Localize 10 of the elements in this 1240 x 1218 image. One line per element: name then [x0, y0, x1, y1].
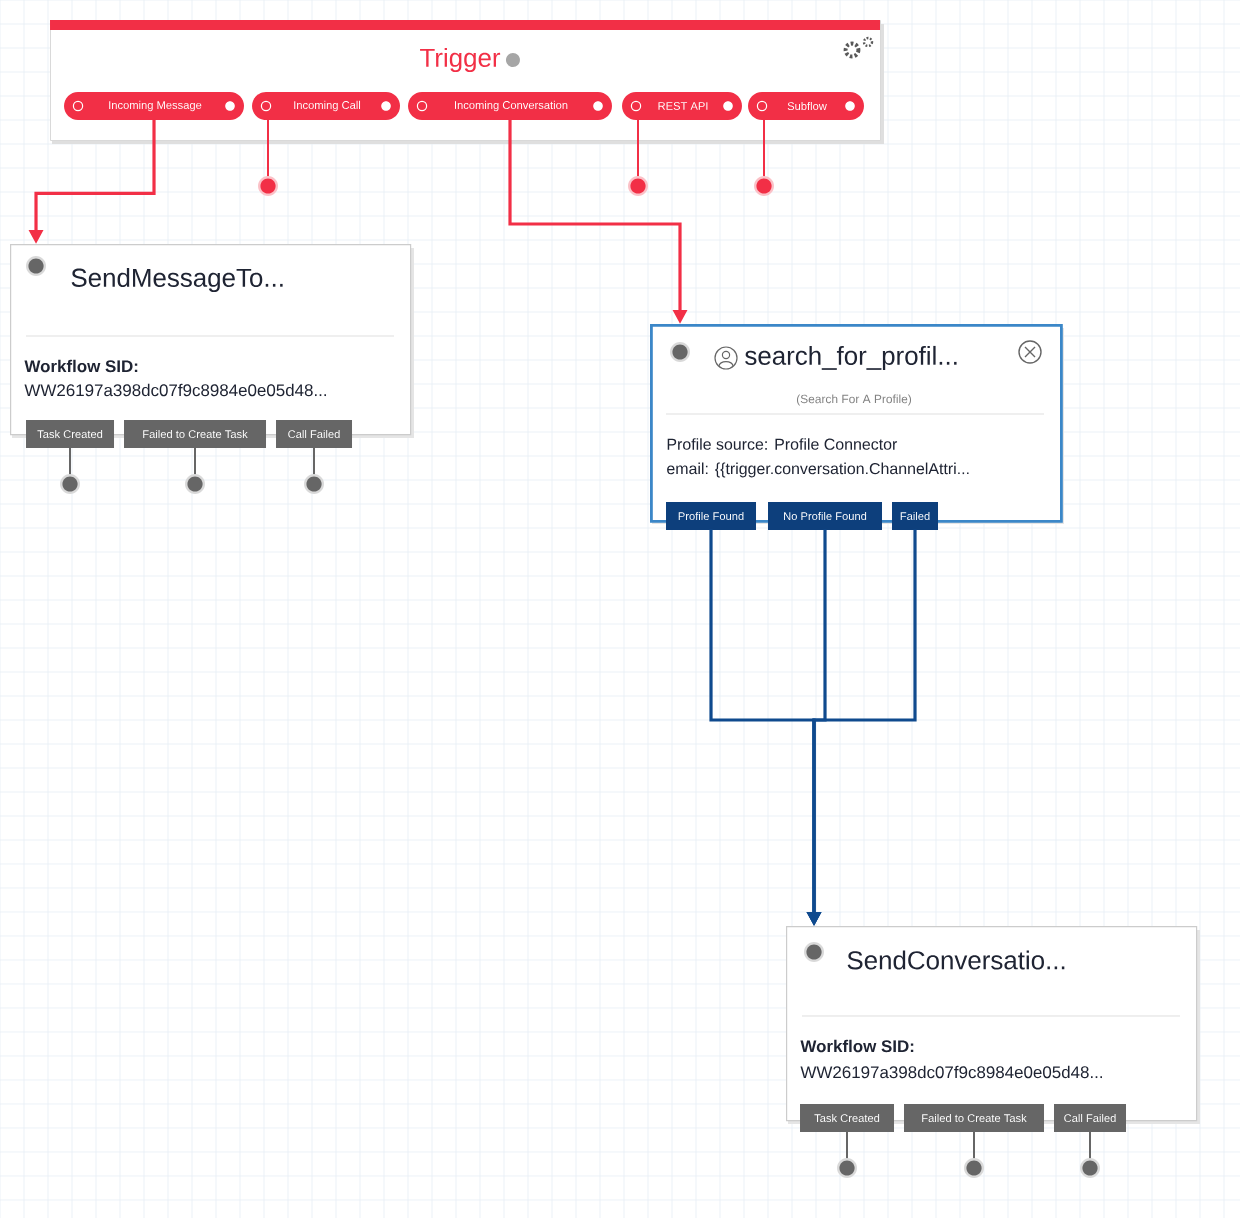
widget-card — [10, 244, 414, 438]
field-value: WW26197a398dc07f9c8984e0e05d48... — [24, 383, 326, 397]
widget-title: search_for_profil... — [745, 345, 957, 371]
field-value: WW26197a398dc07f9c8984e0e05d48... — [800, 1065, 1102, 1079]
widget-card — [786, 926, 1200, 1124]
field-label: Workflow SID: — [24, 359, 138, 373]
field-label: Workflow SID: — [800, 1039, 914, 1053]
widget-card — [650, 324, 1064, 524]
widget-title: SendConversatio... — [847, 950, 1065, 970]
widget-title: SendMessageTo... — [71, 267, 283, 293]
